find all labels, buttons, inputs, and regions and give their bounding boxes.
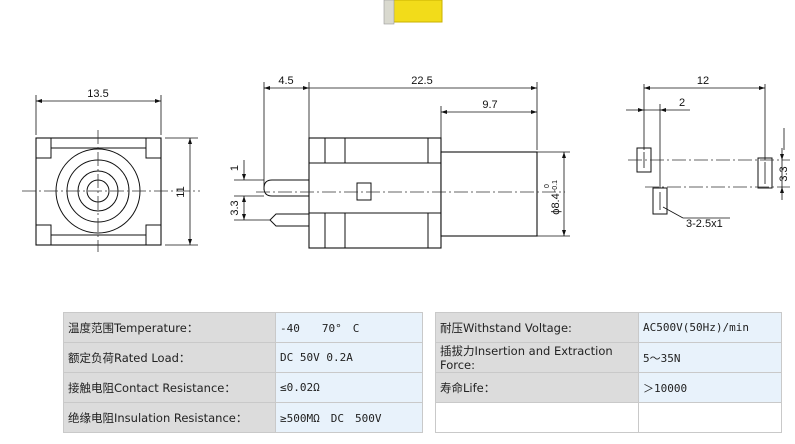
table-row: 额定负荷Rated Load： DC 50V 0.2A 插拔力Insertion… <box>63 342 782 373</box>
spec-empty-cell <box>638 402 782 433</box>
footprint-view: 12 2 3.3 3-2.5x1 <box>626 75 790 230</box>
dim-foot-offset: 2 <box>679 97 685 109</box>
spec-label-rated-load: 额定负荷Rated Load： <box>63 342 276 373</box>
front-view: 13.5 11 <box>22 88 200 252</box>
spec-label-insertion-force: 插拔力Insertion and Extraction Force: <box>435 342 639 373</box>
dim-front-width: 13.5 <box>87 88 108 100</box>
spec-value-insulation-resistance: ≥500MΩ DC 500V <box>275 402 423 433</box>
spec-label-contact-resistance: 接触电阻Contact Resistance： <box>63 372 276 403</box>
dim-front-height: 11 <box>175 186 187 197</box>
dim-foot-pitch: 3.3 <box>778 166 790 181</box>
dim-side-pin: 1 <box>229 165 241 171</box>
table-row: 绝缘电阻Insulation Resistance： ≥500MΩ DC 500… <box>63 402 782 433</box>
table-row: 温度范围Temperature： -40 70° C 耐压Withstand V… <box>63 312 782 343</box>
spec-value-insertion-force: 5～35N <box>638 342 782 373</box>
dim-side-diameter: ϕ8.4 <box>550 193 562 214</box>
spec-label-temperature: 温度范围Temperature： <box>63 312 276 343</box>
spec-value-rated-load: DC 50V 0.2A <box>275 342 423 373</box>
spec-value-withstand-voltage: AC500V(50Hz)/min <box>638 312 782 343</box>
spec-value-temperature: -40 70° C <box>275 312 423 343</box>
mechanical-drawing: 13.5 11 4.5 22.5 9.7 <box>22 0 790 252</box>
dim-side-a: 4.5 <box>278 75 293 87</box>
dim-foot-total: 12 <box>697 75 709 87</box>
dim-side-tol-upper: 0 <box>544 184 551 188</box>
dim-side-total: 22.5 <box>411 75 432 87</box>
spec-label-life: 寿命Life： <box>435 372 639 403</box>
side-view: 4.5 22.5 9.7 1 3.3 <box>229 75 570 249</box>
table-row: 接触电阻Contact Resistance： ≤0.02Ω 寿命Life： ＞… <box>63 372 782 403</box>
dim-foot-hole: 3-2.5x1 <box>686 218 723 230</box>
spec-value-contact-resistance: ≤0.02Ω <box>275 372 423 403</box>
dim-side-tol-lower: -0.1 <box>552 180 559 192</box>
spec-empty-cell <box>435 402 639 433</box>
dim-side-b: 9.7 <box>482 99 497 111</box>
spec-table: 温度范围Temperature： -40 70° C 耐压Withstand V… <box>63 312 782 433</box>
spec-label-withstand-voltage: 耐压Withstand Voltage: <box>435 312 639 343</box>
product-photo-fragment <box>383 0 443 25</box>
spec-value-life: ＞10000 <box>638 372 782 403</box>
dim-side-pitch: 3.3 <box>229 200 241 215</box>
spec-label-insulation-resistance: 绝缘电阻Insulation Resistance： <box>63 402 276 433</box>
